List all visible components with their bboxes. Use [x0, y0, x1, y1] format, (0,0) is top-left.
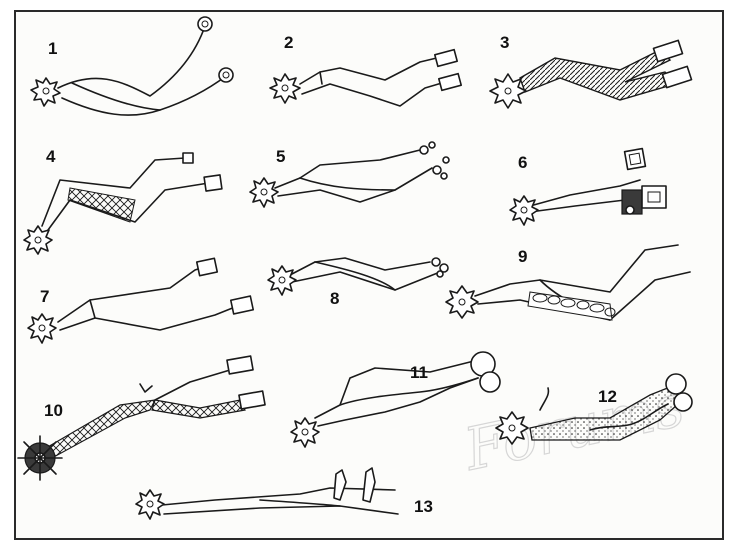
spur-1 — [30, 16, 234, 116]
label-10: 10 — [44, 401, 63, 420]
label-1: 1 — [48, 39, 57, 58]
label-3: 3 — [500, 33, 509, 52]
label-5: 5 — [276, 147, 285, 166]
label-12: 12 — [598, 387, 617, 406]
spur-5 — [249, 141, 450, 208]
spur-2 — [269, 48, 463, 107]
label-9: 9 — [518, 247, 527, 266]
spur-13 — [135, 467, 399, 520]
label-4: 4 — [46, 147, 56, 166]
spur-6 — [509, 147, 667, 226]
label-2: 2 — [284, 33, 293, 52]
label-6: 6 — [518, 153, 527, 172]
label-8: 8 — [330, 289, 339, 308]
spur-7 — [27, 257, 255, 344]
spur-9 — [445, 244, 691, 321]
spur-3 — [489, 39, 693, 109]
spur-11 — [290, 351, 501, 448]
label-7: 7 — [40, 287, 49, 306]
label-11: 11 — [410, 363, 428, 382]
spur-10 — [17, 355, 266, 481]
label-13: 13 — [414, 497, 433, 516]
figure-frame — [14, 10, 724, 540]
spur-12 — [495, 373, 693, 445]
spur-4 — [23, 152, 223, 255]
spur-8 — [267, 257, 449, 296]
